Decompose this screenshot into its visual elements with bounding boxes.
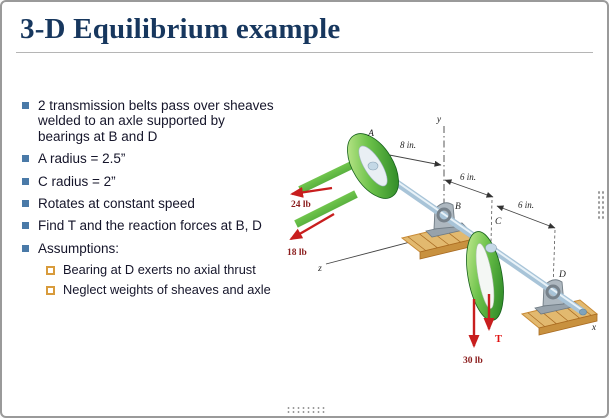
sub-bullet-text: Neglect weights of sheaves and axle (63, 282, 271, 298)
force-t-label: T (495, 334, 502, 345)
bullet-text: Assumptions: (38, 240, 120, 256)
bearing-ring-b (436, 207, 452, 223)
bullet-square-icon (22, 244, 29, 252)
point-b-label: B (455, 202, 461, 212)
bullet-square-icon (22, 222, 29, 230)
extension-line-d (552, 229, 556, 289)
bullet-item: A radius = 2.5” (22, 151, 280, 166)
force-30lb: 30 lb (463, 299, 483, 366)
sub-bullet-list: Bearing at D exerts no axial thrust Negl… (46, 262, 280, 298)
bullet-text: A radius = 2.5” (38, 151, 126, 167)
bullet-item: Find T and the reaction forces at B, D (22, 218, 280, 233)
sub-bullet-item: Neglect weights of sheaves and axle (46, 282, 280, 298)
dimension-6in-bc: 6 in. (444, 172, 494, 198)
bullet-text: C radius = 2” (38, 173, 116, 189)
equilibrium-diagram: z y 8 in. 6 in. 6 in. (287, 115, 599, 366)
dimension-6in-cd-label: 6 in. (518, 200, 534, 210)
title-divider (16, 51, 593, 53)
bullet-column: 2 transmission belts pass over sheaves w… (22, 98, 280, 304)
point-a-label: A (367, 129, 374, 139)
resize-handle-bottom[interactable] (286, 406, 326, 414)
force-tension-t: T (483, 294, 502, 345)
sub-bullet-text: Bearing at D exerts no axial thrust (63, 262, 256, 277)
slide-title: 3-D Equilibrium example (20, 13, 341, 45)
dimension-8in-label: 8 in. (400, 140, 416, 150)
dimension-6in-cd: 6 in. (496, 200, 556, 229)
y-axis: y (436, 115, 445, 210)
bullet-square-icon (22, 199, 29, 207)
force-24lb: 24 lb (290, 186, 333, 210)
y-axis-label: y (436, 115, 442, 125)
bullet-text: Rotates at constant speed (38, 195, 195, 211)
bullet-item: Rotates at constant speed (22, 196, 280, 211)
sub-bullet-square-icon (46, 286, 55, 296)
bullet-text: Find T and the reaction forces at B, D (38, 218, 262, 234)
extension-line-c (490, 199, 493, 243)
resize-handle-right[interactable] (597, 190, 605, 220)
bearing-ring-d (545, 284, 561, 300)
bullet-item: C radius = 2” (22, 174, 280, 189)
bullet-square-icon (22, 177, 29, 185)
force-18lb: 18 lb (287, 212, 335, 258)
sub-bullet-item: Bearing at D exerts no axial thrust (46, 262, 280, 277)
sub-bullet-square-icon (46, 266, 55, 275)
sheave-c (466, 231, 504, 321)
force-18lb-label: 18 lb (287, 248, 307, 258)
dimension-6in-bc-label: 6 in. (460, 172, 476, 182)
bullet-text: 2 transmission belts pass over sheaves w… (38, 98, 274, 144)
force-30lb-label: 30 lb (463, 356, 483, 366)
bullet-square-icon (22, 102, 29, 109)
bullet-square-icon (22, 155, 29, 163)
force-24lb-label: 24 lb (291, 200, 311, 210)
bullet-item: Assumptions: (22, 241, 280, 256)
point-c-label: C (495, 217, 502, 227)
bullet-item: 2 transmission belts pass over sheaves w… (22, 98, 280, 144)
z-axis-label: z (317, 264, 322, 274)
point-d-label: D (558, 270, 566, 280)
x-axis-label: x (591, 323, 597, 333)
sheave-a (294, 133, 399, 228)
bullet-list: 2 transmission belts pass over sheaves w… (22, 98, 280, 256)
